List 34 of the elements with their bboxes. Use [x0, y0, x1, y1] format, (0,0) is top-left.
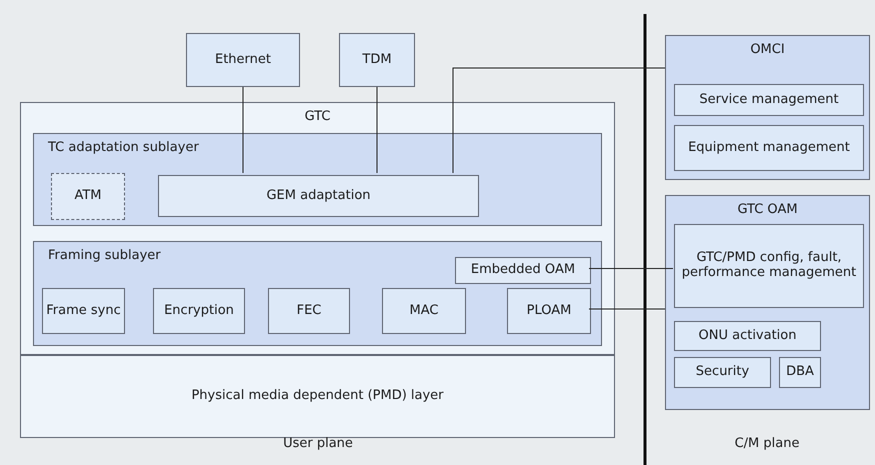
layer-panel [665, 35, 870, 180]
plane-label: User plane [283, 436, 353, 451]
layer-title: GTC OAM [736, 202, 799, 217]
connector-line [588, 308, 666, 310]
layer-title: GTC [304, 109, 332, 124]
function-block: Frame sync [42, 288, 125, 334]
layer-title: OMCI [749, 42, 786, 57]
connector-line [242, 86, 244, 174]
function-block: DBA [779, 357, 821, 388]
connector-line [588, 268, 674, 269]
layer-panel [20, 102, 615, 355]
function-block: GTC/PMD config, fault, performance management [674, 224, 864, 308]
function-block: Equipment management [674, 125, 864, 171]
plane-label: C/M plane [734, 436, 800, 451]
layer-panel [33, 241, 602, 346]
function-block: ATM [51, 173, 125, 220]
function-block: FEC [268, 288, 350, 334]
interface-block: Ethernet [186, 33, 300, 87]
function-block: PLOAM [507, 288, 591, 334]
interface-block: TDM [339, 33, 415, 87]
function-block: Security [674, 357, 771, 388]
connector-line [376, 86, 378, 174]
function-block: ONU activation [674, 321, 821, 351]
layer-title: Framing sublayer [48, 248, 161, 263]
function-block: Service management [674, 84, 864, 116]
connector-line [452, 68, 666, 174]
function-block: Embedded OAM [455, 257, 591, 284]
layer-band: Physical media dependent (PMD) layer [20, 355, 615, 438]
layer-panel [665, 195, 870, 410]
function-block: MAC [382, 288, 466, 334]
function-block: Encryption [153, 288, 245, 334]
layer-panel [33, 133, 602, 226]
function-block: GEM adaptation [158, 175, 479, 217]
layer-title: TC adaptation sublayer [48, 140, 199, 155]
